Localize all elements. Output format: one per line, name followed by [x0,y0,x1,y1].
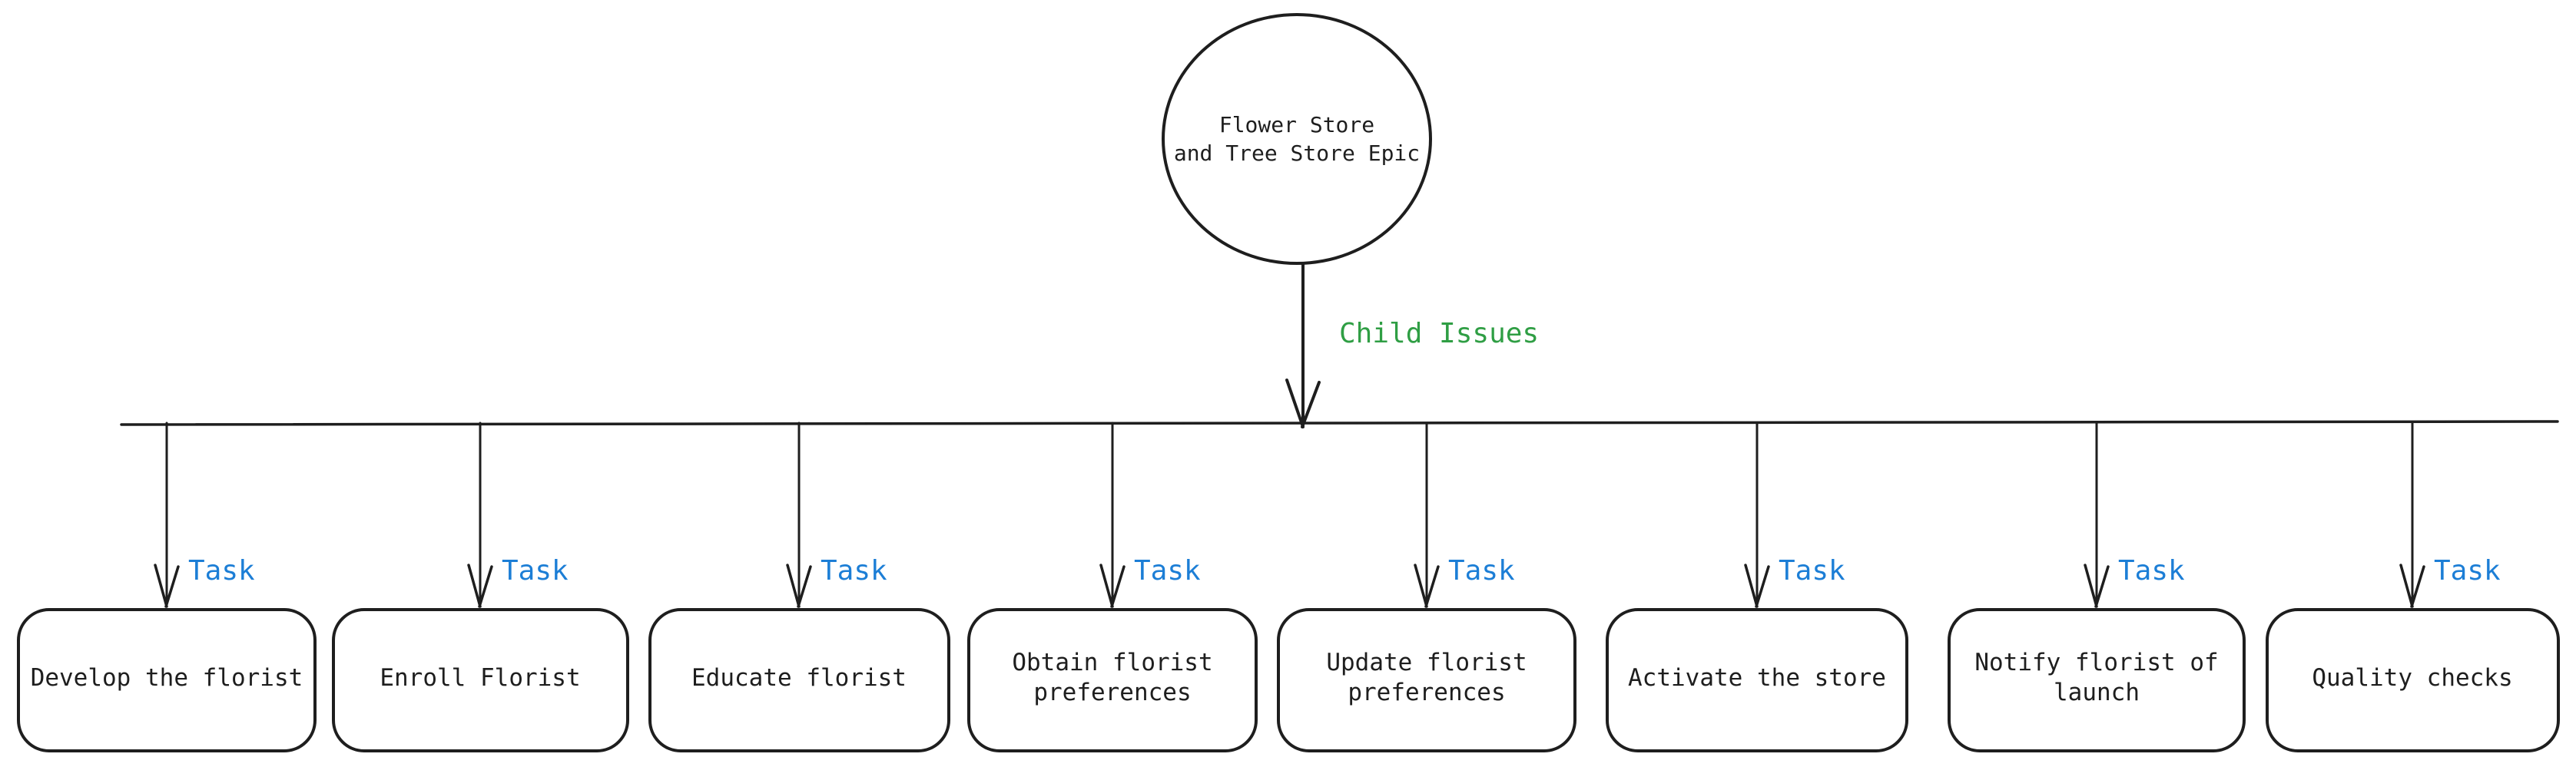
task-node: Quality checks [2265,608,2560,752]
task-arrowhead [1099,564,1126,608]
task-node-label: Enroll Florist [380,663,581,692]
task-arrowhead [154,564,180,608]
task-node-label: Notify florist of launch [1974,649,2219,706]
task-arrowhead [1744,564,1770,608]
task-edge-label: Task [1448,555,1515,587]
task-edge-label: Task [2434,555,2501,587]
task-node-label: Update florist preferences [1326,649,1527,706]
task-node: Update florist preferences [1277,608,1576,752]
task-node-label: Develop the florist [30,663,303,692]
epic-node-label: Flower Store and Tree Store Epic [1173,112,1421,166]
task-node-label: Quality checks [2312,663,2513,692]
task-node-label: Educate florist [691,663,907,692]
task-edge-label: Task [1779,555,1845,587]
task-arrowhead [786,564,812,608]
task-edge-label: Task [1134,555,1201,587]
task-edge-label: Task [821,555,887,587]
task-node: Enroll Florist [331,608,629,752]
epic-arrowhead [1285,379,1321,428]
child-issues-edge-label: Child Issues [1339,318,1540,349]
task-node: Develop the florist [17,608,317,752]
task-edge-label: Task [502,555,569,587]
branch-line [120,420,2559,426]
task-arrowhead [2084,564,2110,608]
task-arrowhead [467,564,493,608]
task-arrowhead [1414,564,1440,608]
task-edge-label: Task [2118,555,2185,587]
task-arrowhead [2399,564,2425,608]
task-node: Notify florist of launch [1948,608,2246,752]
task-node-label: Activate the store [1628,663,1886,692]
task-node: Activate the store [1606,608,1908,752]
task-edge-label: Task [188,555,255,587]
task-node-label: Obtain florist preferences [1012,649,1213,706]
task-node: Educate florist [648,608,950,752]
epic-node: Flower Store and Tree Store Epic [1162,13,1432,265]
task-node: Obtain florist preferences [967,608,1258,752]
